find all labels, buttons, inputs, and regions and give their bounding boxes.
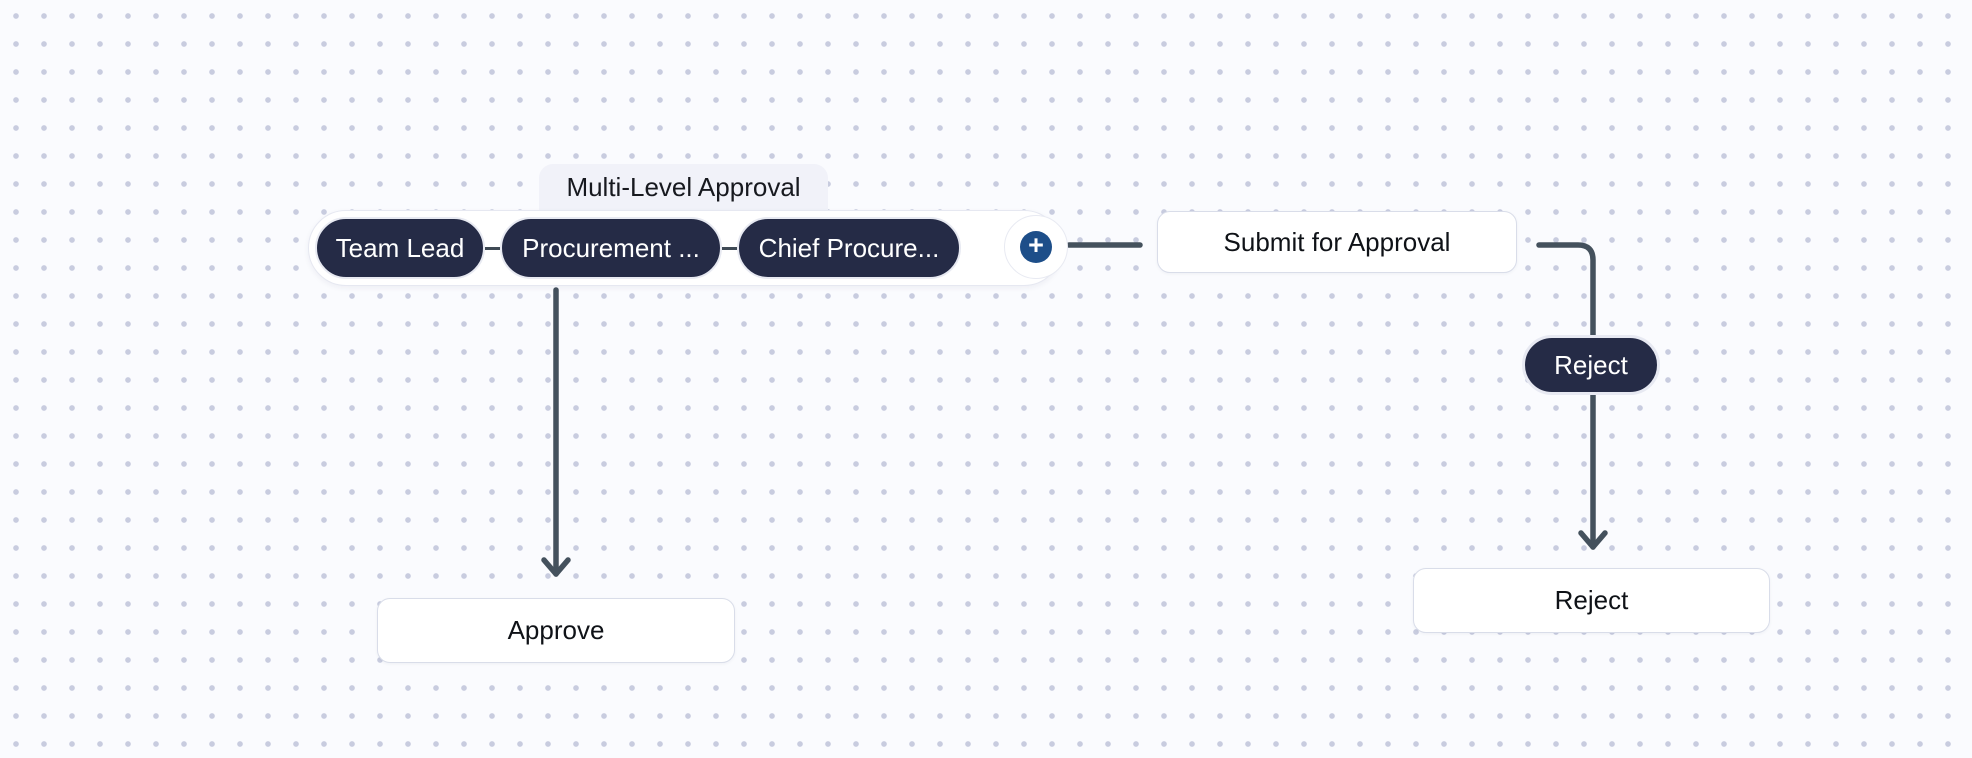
add-approver-ring: +	[1004, 215, 1068, 279]
pill-connector-line	[485, 246, 500, 250]
edge-submit-to-reject	[1536, 242, 1596, 550]
approver-pill-team-lead[interactable]: Team Lead	[315, 217, 485, 279]
approval-chain-node[interactable]: Team Lead Procurement ... Chief Procure.…	[308, 210, 1068, 286]
approver-pill-procurement[interactable]: Procurement ...	[500, 217, 722, 279]
group-title-text: Multi-Level Approval	[566, 171, 801, 202]
pill-connector-line	[722, 246, 737, 250]
group-title-tab: Multi-Level Approval	[539, 164, 828, 210]
node-reject[interactable]: Reject	[1413, 568, 1770, 633]
edge-approve-arrowhead	[541, 557, 571, 577]
node-submit-for-approval[interactable]: Submit for Approval	[1157, 211, 1517, 273]
edge-reject-arrowhead	[1578, 530, 1608, 550]
edge-label-reject-pill[interactable]: Reject	[1522, 335, 1660, 395]
node-approve[interactable]: Approve	[377, 598, 735, 663]
add-approver-button[interactable]: +	[1020, 231, 1052, 263]
approver-pill-chief-procurement[interactable]: Chief Procure...	[737, 217, 961, 279]
